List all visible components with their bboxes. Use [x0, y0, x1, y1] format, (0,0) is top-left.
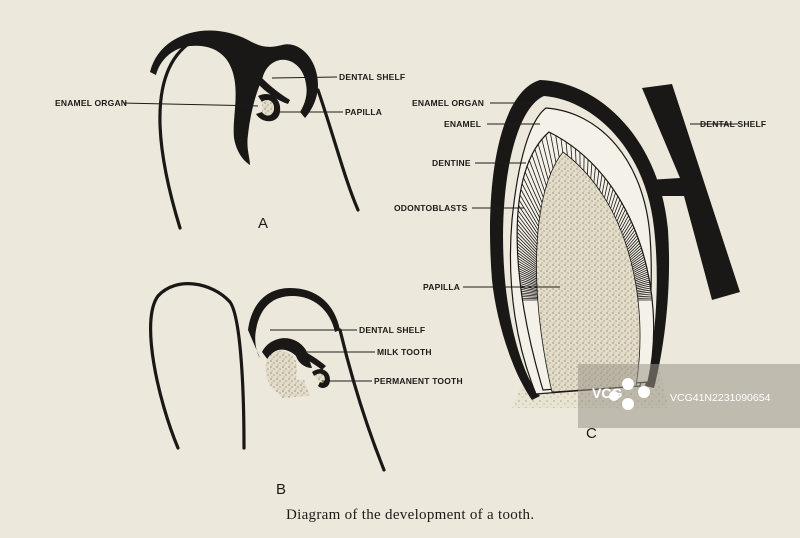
leader-dental-shelf-a	[271, 76, 338, 79]
panel-letter-b: B	[276, 481, 286, 498]
label-dental-shelf-b: DENTAL SHELF	[359, 325, 425, 335]
label-dental-shelf-c: DENTAL SHELF	[700, 119, 766, 129]
label-dentine-c: DENTINE	[432, 158, 471, 168]
watermark: VCG VCG41N2231090654	[578, 364, 800, 428]
panel-letter-a: A	[258, 215, 268, 232]
label-permanent-tooth-b: PERMANENT TOOTH	[374, 376, 463, 386]
watermark-id: VCG41N2231090654	[670, 392, 771, 404]
label-enamel-organ-c: ENAMEL ORGAN	[412, 98, 484, 108]
figure-caption: Diagram of the development of a tooth.	[286, 507, 534, 523]
label-dental-shelf-a: DENTAL SHELF	[339, 72, 405, 82]
label-odontoblasts-c: ODONTOBLASTS	[394, 203, 468, 213]
label-papilla-a: PAPILLA	[345, 107, 382, 117]
leader-enamel-organ-a	[123, 102, 259, 107]
label-enamel-organ-a: ENAMEL ORGAN	[55, 98, 127, 108]
label-milk-tooth-b: MILK TOOTH	[377, 347, 432, 357]
watermark-logo: VCG	[592, 385, 622, 401]
panel-letter-c: C	[586, 425, 597, 442]
watermark-logo-mark	[609, 378, 650, 410]
panel-c-dental-shelf	[642, 84, 740, 300]
panel-b: DENTAL SHELF MILK TOOTH PERMANENT TOOTH …	[149, 282, 463, 498]
panel-a-drawing	[150, 30, 360, 230]
panel-b-drawing	[149, 282, 386, 472]
panel-a: ENAMEL ORGAN DENTAL SHELF PAPILLA A	[55, 30, 405, 232]
label-papilla-c: PAPILLA	[423, 282, 460, 292]
label-enamel-c: ENAMEL	[444, 119, 481, 129]
